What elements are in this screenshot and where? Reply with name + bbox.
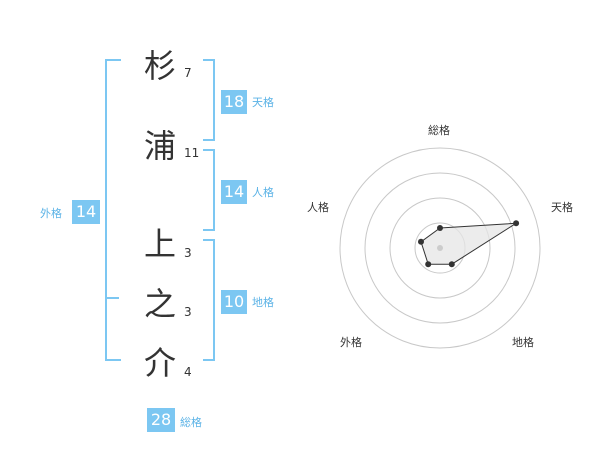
- stroke-count-4: 3: [184, 305, 192, 319]
- radar-label-jinkaku: 人格: [307, 201, 329, 214]
- jinkaku-bracket: [203, 149, 215, 231]
- gaikaku-label: 外格: [40, 207, 62, 220]
- stroke-count-2: 11: [184, 146, 200, 160]
- stroke-count-3: 3: [184, 246, 192, 260]
- jinkaku-label: 人格: [252, 186, 274, 199]
- name-char-1: 杉: [143, 47, 176, 85]
- radar-ring-3: [364, 172, 516, 324]
- stroke-count-5: 4: [184, 365, 192, 379]
- name-char-2: 浦: [143, 127, 176, 165]
- gaikaku-value-badge: 14: [72, 200, 100, 224]
- radar-ring-4: [339, 147, 541, 349]
- chikaku-bracket: [203, 239, 215, 361]
- radar-label-chikaku: 地格: [512, 336, 534, 349]
- chikaku-value-badge: 10: [221, 290, 247, 314]
- radar-data-polygon: [420, 222, 517, 265]
- radar-center-dot: [437, 245, 443, 251]
- name-char-5: 介: [143, 344, 176, 382]
- radar-ring-2: [389, 197, 491, 299]
- soukaku-value-badge: 28: [147, 408, 175, 432]
- radar-rings: [339, 147, 541, 349]
- radar-label-tenkaku: 天格: [551, 201, 573, 214]
- radar-points: [418, 220, 520, 268]
- name-char-3: 上: [143, 225, 176, 263]
- jinkaku-value-badge: 14: [221, 180, 247, 204]
- chikaku-label: 地格: [252, 296, 274, 309]
- radar-point-0: [437, 225, 443, 231]
- name-char-4: 之: [143, 285, 176, 323]
- gaikaku-bracket: [105, 59, 121, 361]
- radar-point-3: [425, 261, 432, 268]
- radar-point-1: [513, 220, 520, 227]
- gaikaku-bracket-middle-tick: [105, 297, 119, 299]
- stroke-count-1: 7: [184, 66, 192, 80]
- radar-label-soukaku: 総格: [428, 124, 450, 137]
- tenkaku-value-badge: 18: [221, 90, 247, 114]
- radar-label-gaikaku: 外格: [340, 336, 362, 349]
- tenkaku-bracket: [203, 59, 215, 141]
- tenkaku-label: 天格: [252, 96, 274, 109]
- radar-point-4: [418, 238, 424, 245]
- radar-point-2: [448, 261, 455, 268]
- soukaku-label: 総格: [180, 416, 202, 429]
